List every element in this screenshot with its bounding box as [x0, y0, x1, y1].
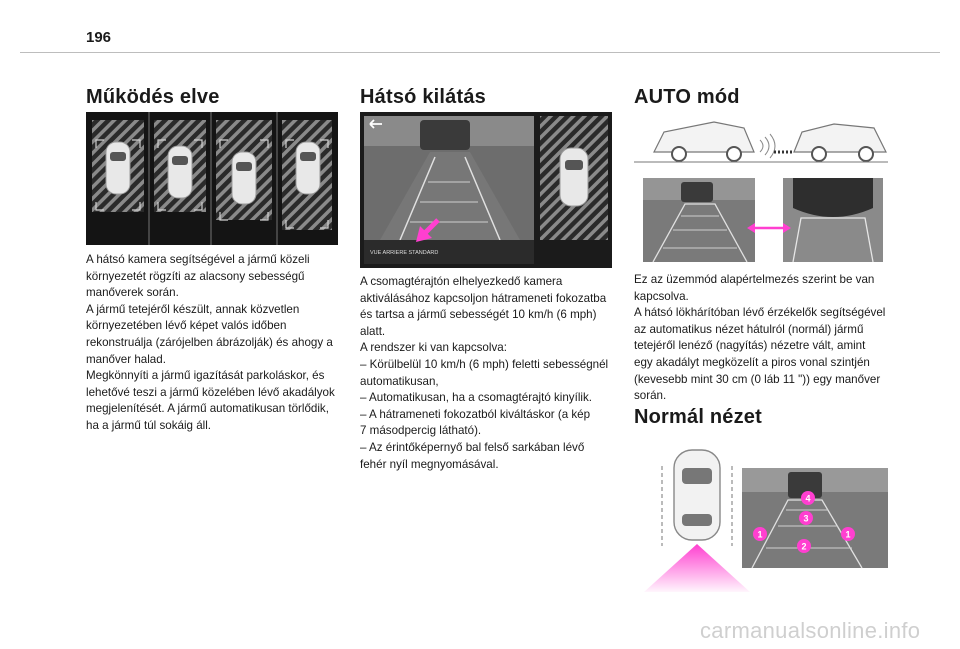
figure-normal-view: 4 3 1 1 2 — [644, 449, 888, 592]
figure-cars-sensor — [634, 121, 888, 163]
marker-3: 3 — [803, 514, 808, 524]
marker-1-left: 1 — [757, 530, 762, 540]
figure-surround-view — [86, 112, 338, 245]
back-arrow-icon — [369, 119, 382, 129]
heading-mukodes-elve: Működés elve — [86, 86, 220, 108]
heading-hatso-kilatas: Hátsó kilátás — [360, 86, 486, 108]
top-rule — [20, 52, 940, 53]
figure-normal-zoom-views — [643, 178, 883, 262]
heading-auto-mod: AUTO mód — [634, 86, 740, 108]
marker-1-right: 1 — [845, 530, 850, 540]
footer-watermark: carmanualsonline.info — [700, 618, 921, 643]
page-number: 196 — [86, 29, 112, 46]
marker-4: 4 — [805, 494, 810, 504]
figure-rear-view-screen: VUE ARRIERE STANDARD — [360, 112, 612, 268]
text-hatso-kilatas: A csomagtérajtón elhelyezkedő kamera akt… — [360, 275, 609, 471]
heading-normal-nezet: Normál nézet — [634, 406, 762, 428]
text-mukodes-elve: A hátsó kamera segítségével a jármű köze… — [86, 253, 335, 432]
marker-2: 2 — [801, 542, 806, 552]
screen-label: VUE ARRIERE STANDARD — [370, 250, 438, 256]
text-auto-mod: Ez az üzemmód alapértelmezés szerint be … — [634, 273, 886, 403]
